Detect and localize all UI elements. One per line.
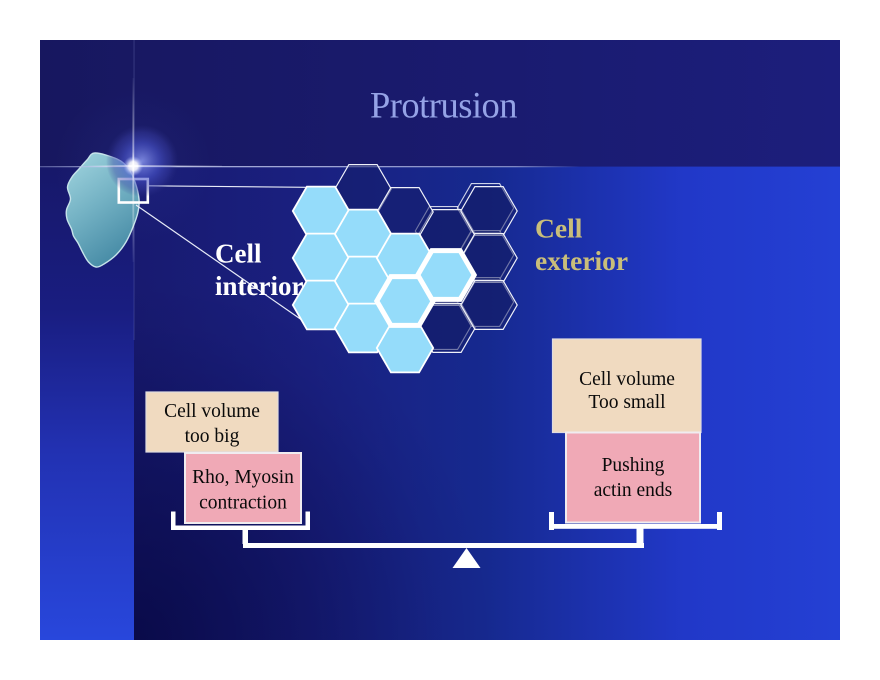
- svg-text:Cell: Cell: [215, 239, 262, 269]
- svg-text:Protrusion: Protrusion: [370, 85, 517, 126]
- svg-text:actin ends: actin ends: [594, 480, 673, 501]
- svg-text:Too small: Too small: [588, 392, 666, 413]
- svg-text:Cell volume: Cell volume: [164, 401, 260, 422]
- svg-text:Cell: Cell: [535, 213, 583, 244]
- svg-text:too big: too big: [185, 426, 240, 447]
- svg-text:Cell volume: Cell volume: [579, 369, 675, 390]
- svg-text:exterior: exterior: [535, 245, 628, 276]
- svg-text:Pushing: Pushing: [602, 455, 665, 476]
- svg-text:interior: interior: [215, 271, 303, 301]
- svg-text:Rho, Myosin: Rho, Myosin: [192, 467, 294, 488]
- svg-text:contraction: contraction: [199, 493, 287, 514]
